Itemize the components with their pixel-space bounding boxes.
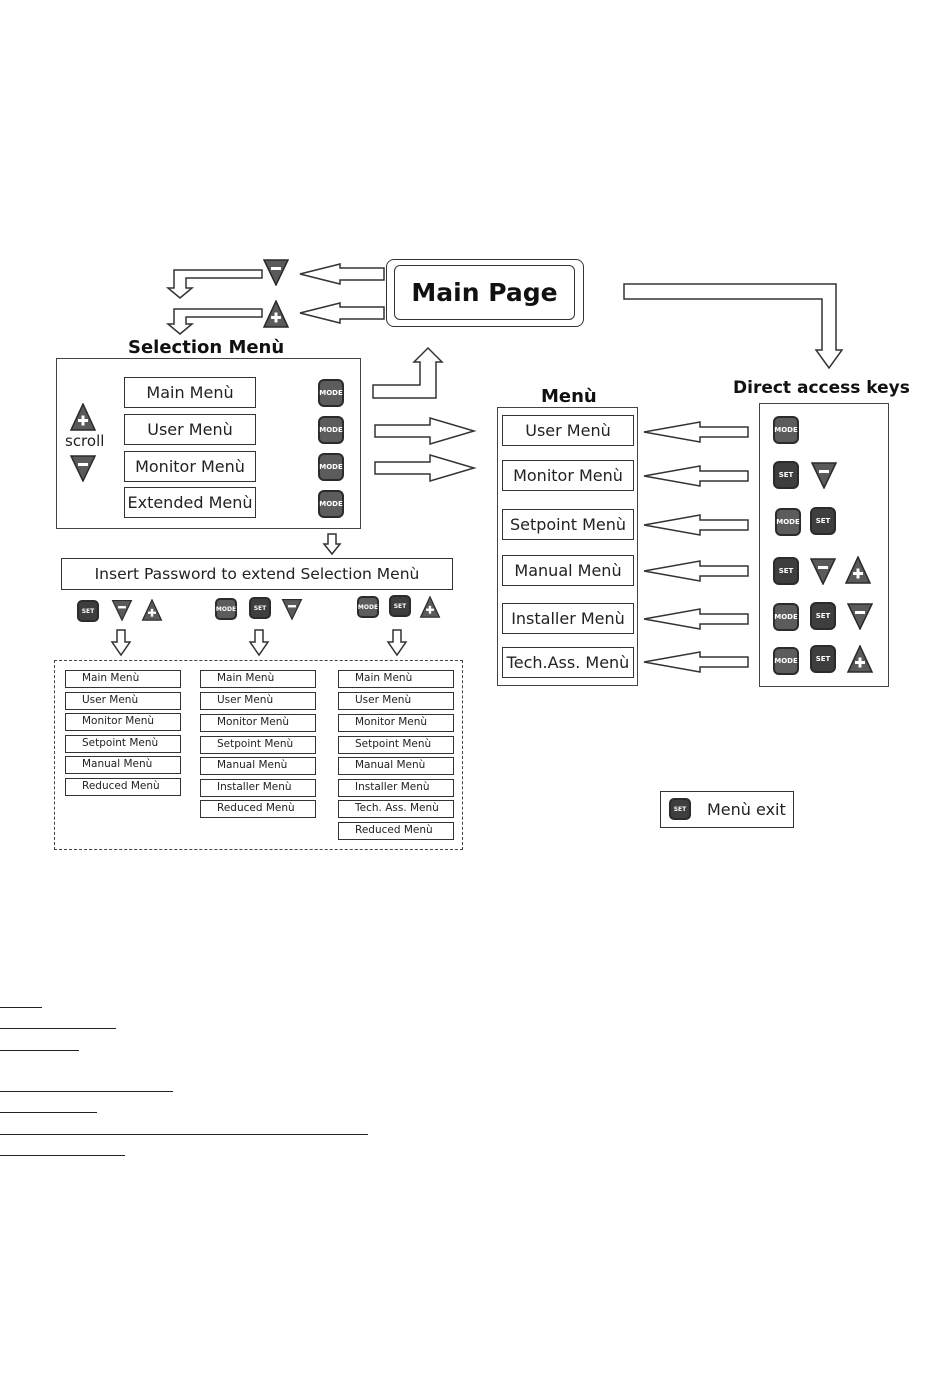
mode-key-icon: MODE (773, 416, 799, 444)
list-item[interactable]: Monitor Menù (200, 714, 316, 732)
list-item[interactable]: Manual Menù (200, 757, 316, 775)
mode-key-icon: MODE (357, 596, 379, 618)
list-item[interactable]: Main Menù (200, 670, 316, 688)
menu-item-manual[interactable]: Manual Menù (502, 555, 634, 586)
plus-key-icon (419, 596, 441, 618)
menu-item-monitor[interactable]: Monitor Menù (502, 460, 634, 491)
menu-panel (497, 407, 638, 686)
mode-key-icon: MODE (215, 598, 237, 620)
list-item[interactable]: User Menù (338, 692, 454, 710)
menu-item-setpoint[interactable]: Setpoint Menù (502, 509, 634, 540)
menu-item-installer[interactable]: Installer Menù (502, 603, 634, 634)
list-item[interactable]: Reduced Menù (200, 800, 316, 818)
mode-key-icon: MODE (318, 453, 344, 481)
set-key-icon: SET (669, 798, 691, 820)
list-item[interactable]: User Menù (65, 692, 181, 710)
set-key-icon: SET (810, 507, 836, 535)
set-key-icon: SET (77, 600, 99, 622)
scroll-up-icon[interactable] (69, 403, 97, 431)
mode-key-icon: MODE (318, 490, 344, 518)
mode-key-icon: MODE (318, 416, 344, 444)
list-item[interactable]: Reduced Menù (65, 778, 181, 796)
selection-item-monitor[interactable]: Monitor Menù (124, 451, 256, 482)
divider (0, 1028, 116, 1029)
menu-exit-legend: SET Menù exit (660, 791, 794, 828)
list-item[interactable]: Installer Menù (338, 779, 454, 797)
list-item[interactable]: User Menù (200, 692, 316, 710)
minus-key-icon (281, 598, 303, 620)
minus-key-icon (111, 599, 133, 621)
divider (0, 1007, 42, 1008)
set-key-icon: SET (810, 602, 836, 630)
scroll-label: scroll (65, 432, 105, 450)
minus-key-icon (810, 462, 838, 489)
plus-key-icon (844, 556, 872, 584)
menu-exit-label: Menù exit (707, 800, 786, 819)
list-item[interactable]: Monitor Menù (65, 713, 181, 731)
set-key-icon: SET (249, 597, 271, 619)
list-item[interactable]: Monitor Menù (338, 714, 454, 732)
plus-key-icon (262, 300, 290, 328)
direct-access-title: Direct access keys (733, 378, 910, 398)
minus-key-icon (262, 259, 290, 286)
divider (0, 1112, 97, 1113)
menu-title: Menù (541, 386, 597, 407)
menu-item-user[interactable]: User Menù (502, 415, 634, 446)
divider (0, 1050, 79, 1051)
main-page-box: Main Page (386, 259, 584, 327)
extended-menu-lists (54, 660, 463, 850)
divider (0, 1155, 125, 1156)
list-item[interactable]: Setpoint Menù (65, 735, 181, 753)
list-item[interactable]: Main Menù (65, 670, 181, 688)
set-key-icon: SET (810, 645, 836, 673)
main-page-title: Main Page (411, 278, 558, 307)
set-key-icon: SET (773, 461, 799, 489)
menu-item-tech-ass[interactable]: Tech.Ass. Menù (502, 647, 634, 678)
set-key-icon: SET (773, 557, 799, 585)
minus-key-icon (809, 558, 837, 585)
insert-password-bar[interactable]: Insert Password to extend Selection Menù (61, 558, 453, 590)
selection-item-main[interactable]: Main Menù (124, 377, 256, 408)
plus-key-icon (141, 599, 163, 621)
list-item[interactable]: Setpoint Menù (338, 736, 454, 754)
plus-key-icon (846, 645, 874, 673)
mode-key-icon: MODE (773, 647, 799, 675)
divider (0, 1134, 368, 1135)
list-item[interactable]: Installer Menù (200, 779, 316, 797)
list-item[interactable]: Manual Menù (338, 757, 454, 775)
selection-item-user[interactable]: User Menù (124, 414, 256, 445)
selection-item-extended[interactable]: Extended Menù (124, 487, 256, 518)
mode-key-icon: MODE (773, 603, 799, 631)
direct-access-panel (759, 403, 889, 687)
mode-key-icon: MODE (318, 379, 344, 407)
set-key-icon: SET (389, 595, 411, 617)
mode-key-icon: MODE (775, 508, 801, 536)
list-item[interactable]: Manual Menù (65, 756, 181, 774)
list-item[interactable]: Main Menù (338, 670, 454, 688)
scroll-down-icon[interactable] (69, 454, 97, 482)
divider (0, 1091, 173, 1092)
selection-menu-title: Selection Menù (128, 337, 285, 358)
list-item[interactable]: Setpoint Menù (200, 736, 316, 754)
list-item[interactable]: Tech. Ass. Menù (338, 800, 454, 818)
minus-key-icon (846, 603, 874, 630)
list-item[interactable]: Reduced Menù (338, 822, 454, 840)
